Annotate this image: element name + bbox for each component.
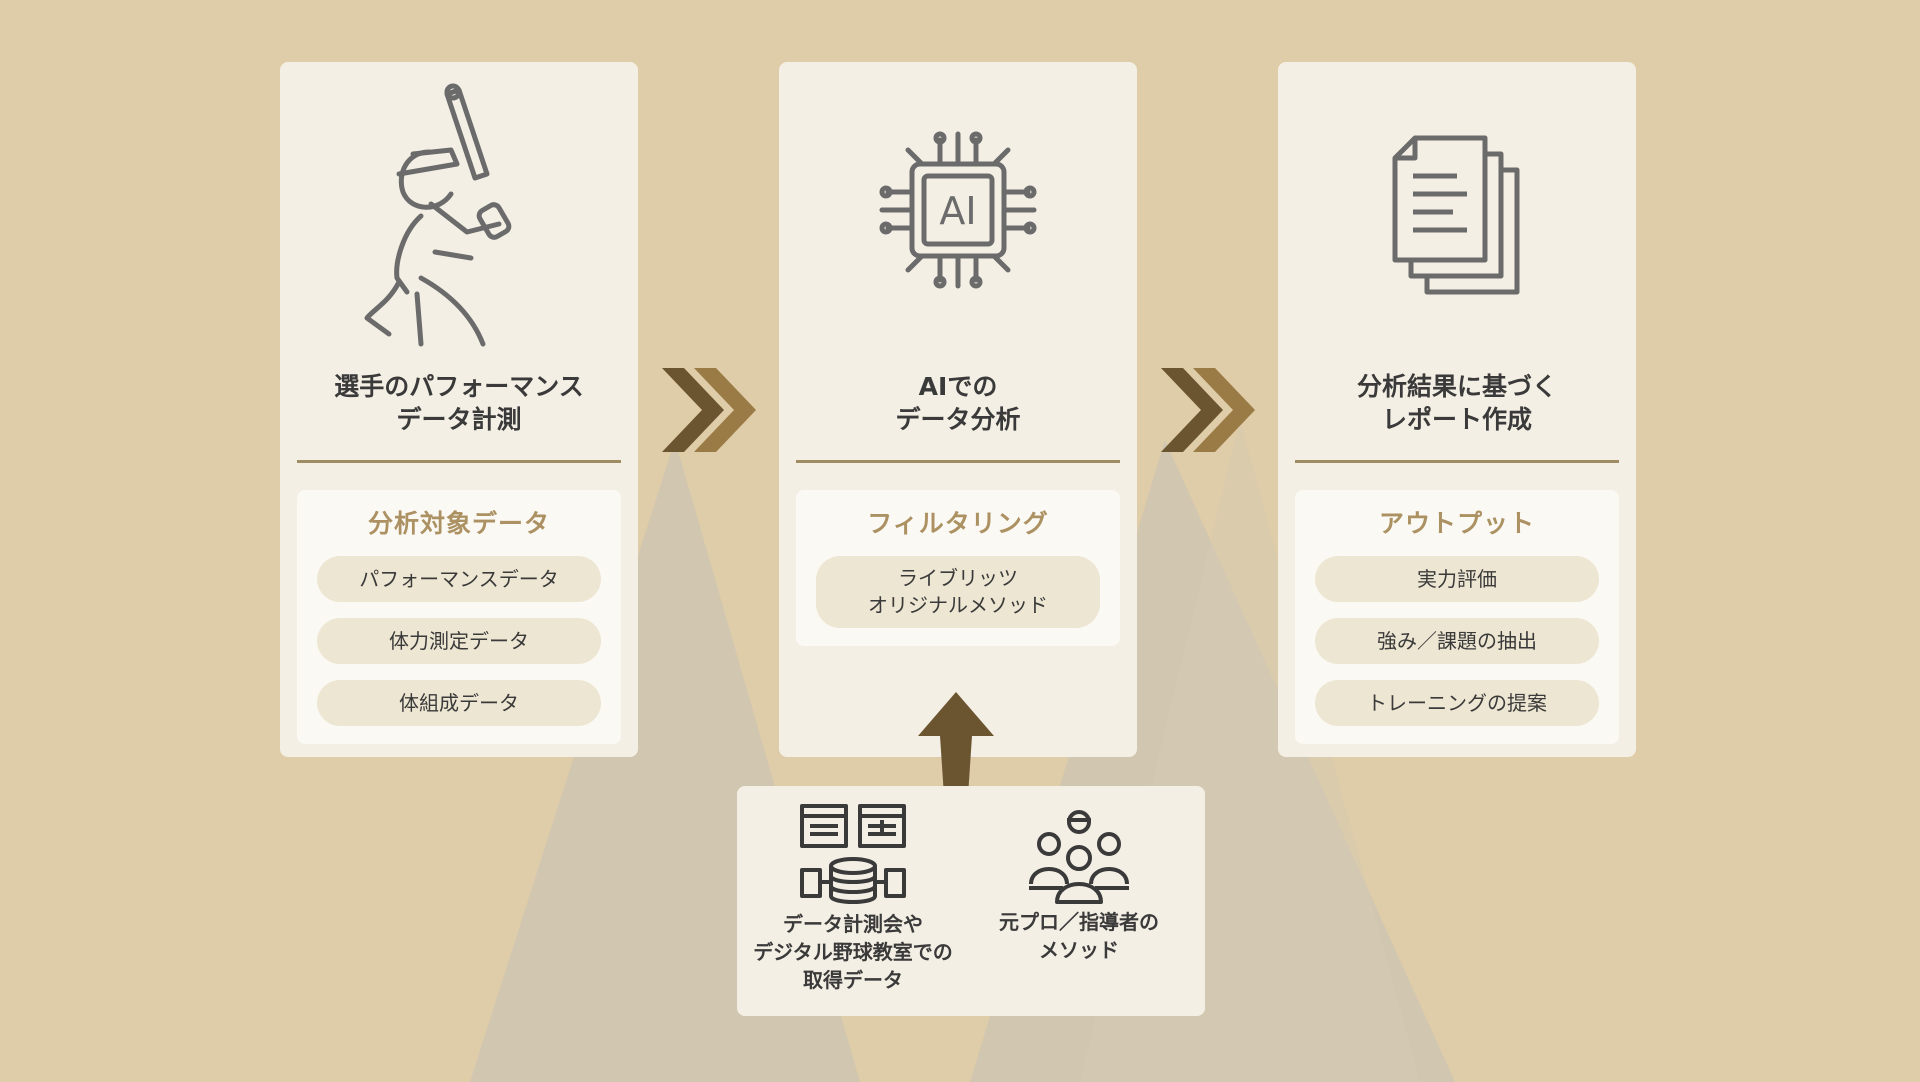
source-coach-method: 元プロ／指導者の メソッド [969,786,1189,964]
card-divider [297,460,621,463]
data-source-box: データ計測会や デジタル野球教室での 取得データ 元プロ／指導者の メソッド [737,786,1205,1016]
double-chevron-right-icon [662,368,756,452]
double-chevron-right-icon [1161,368,1255,452]
card-divider [1295,460,1619,463]
list-item: パフォーマンスデータ [317,556,601,602]
card-divider [796,460,1120,463]
data-panel: 分析対象データ パフォーマンスデータ 体力測定データ 体組成データ [297,490,621,744]
step-card-ai-analysis: AI AIでの データ分析 フィルタリング ライブリッツ オリジナルメソッド [779,62,1137,757]
list-item: 強み／課題の抽出 [1315,618,1599,664]
step-title: 選手のパフォーマンス データ計測 [334,372,584,434]
list-item: 実力評価 [1315,556,1599,602]
panel-title: 分析対象データ [367,509,550,538]
filter-panel: フィルタリング ライブリッツ オリジナルメソッド [796,490,1120,646]
arrow-up-icon [918,692,994,826]
team-group-icon [1029,810,1129,904]
step-title: AIでの データ分析 [895,372,1021,434]
step-title: 分析結果に基づく レポート作成 [1356,372,1557,434]
data-database-icon [800,804,906,904]
source-label: 元プロ／指導者の メソッド [999,910,1159,962]
step-card-report: 分析結果に基づく レポート作成 アウトプット 実力評価 強み／課題の抽出 トレー… [1278,62,1636,757]
list-item: トレーニングの提案 [1315,680,1599,726]
baseball-batter-icon [364,83,512,347]
ai-chip-icon: AI [879,131,1037,289]
panel-title: フィルタリング [867,509,1049,538]
source-measurement-data: データ計測会や デジタル野球教室での 取得データ [747,786,959,994]
ai-chip-label: AI [939,189,976,233]
list-item: 体組成データ [317,680,601,726]
list-item: ライブリッツ オリジナルメソッド [816,556,1100,628]
list-item: 体力測定データ [317,618,601,664]
panel-title: アウトプット [1378,509,1535,538]
source-label: データ計測会や デジタル野球教室での 取得データ [753,912,953,992]
documents-icon [1392,135,1520,295]
output-panel: アウトプット 実力評価 強み／課題の抽出 トレーニングの提案 [1295,490,1619,744]
step-card-measurement: 選手のパフォーマンス データ計測 分析対象データ パフォーマンスデータ 体力測定… [280,62,638,757]
